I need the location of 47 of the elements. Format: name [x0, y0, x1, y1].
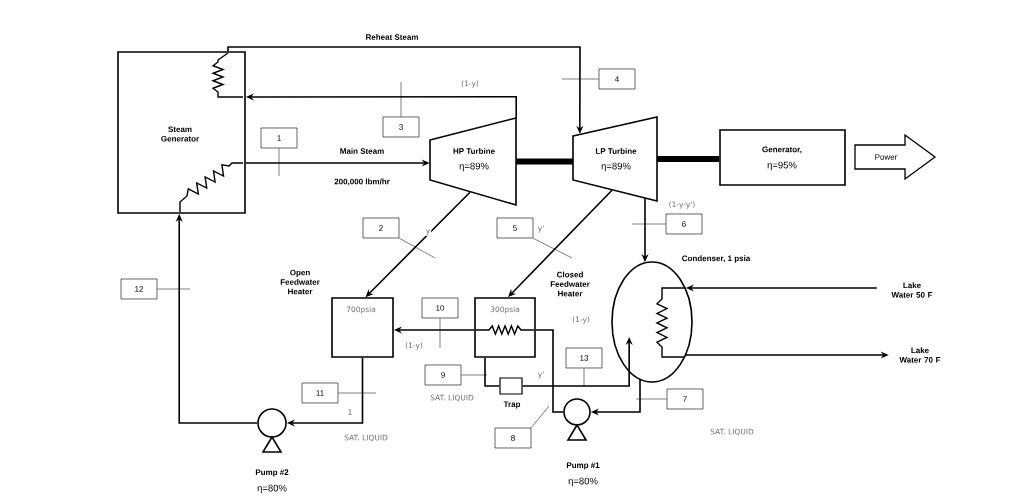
pump-label: Pump #2	[255, 469, 289, 477]
turbine: HP Turbine η=89%	[429, 116, 517, 207]
leader-line	[533, 238, 573, 259]
state-number-box: 4	[598, 68, 636, 90]
state-number-box: 5	[496, 217, 534, 239]
leader-line	[338, 392, 377, 394]
leader-line	[561, 78, 599, 80]
efficiency-label: η=80%	[568, 477, 598, 487]
leader-line	[461, 374, 488, 376]
condenser-label: Condenser, 1 psia	[682, 255, 751, 263]
efficiency-label: η=80%	[257, 484, 287, 494]
state-number-box: 3	[382, 116, 420, 138]
state-number-box: 9	[424, 364, 462, 386]
leader-line	[400, 81, 402, 117]
pipe-line	[484, 357, 501, 387]
state-number-box: 2	[362, 217, 400, 239]
state-number-box: 8	[494, 427, 532, 449]
state-number-box: 6	[665, 213, 703, 235]
state-number-box: 1	[260, 127, 298, 149]
trap-label: Trap	[503, 401, 521, 409]
steam-generator-box: Steam Generator	[117, 51, 246, 214]
state-number-box: 13	[565, 347, 603, 369]
leader-line	[157, 288, 191, 290]
pipe-line	[535, 329, 564, 413]
generator-box: Generator, η=95%	[719, 129, 846, 186]
flow-rate-label: 200,000 lbm/hr	[334, 178, 390, 186]
water-label: Lake Water 70 F	[899, 347, 941, 363]
shaft	[516, 158, 573, 165]
leader-line	[583, 368, 585, 388]
edge-label: Reheat Steam	[364, 33, 420, 41]
state-number-box: 12	[120, 278, 158, 300]
leader-line	[631, 223, 666, 225]
leader-line	[531, 405, 550, 428]
leader-line	[399, 238, 436, 259]
shaft	[657, 156, 720, 162]
state-number-box: 7	[666, 388, 704, 410]
state-number-box: 11	[301, 382, 339, 404]
leader-line	[278, 148, 280, 177]
turbine: LP Turbine η=89%	[572, 116, 658, 203]
state-number-box: 10	[421, 297, 459, 319]
heater-label: Open Feedwater Heater	[280, 269, 320, 295]
leader-line	[635, 398, 667, 400]
edge-label: Main Steam	[338, 147, 386, 155]
water-label: Lake Water 50 F	[891, 282, 933, 298]
leader-line	[439, 318, 441, 349]
pump-label: Pump #1	[566, 462, 600, 470]
heater-label: Closed Feedwater Heater	[550, 271, 590, 297]
